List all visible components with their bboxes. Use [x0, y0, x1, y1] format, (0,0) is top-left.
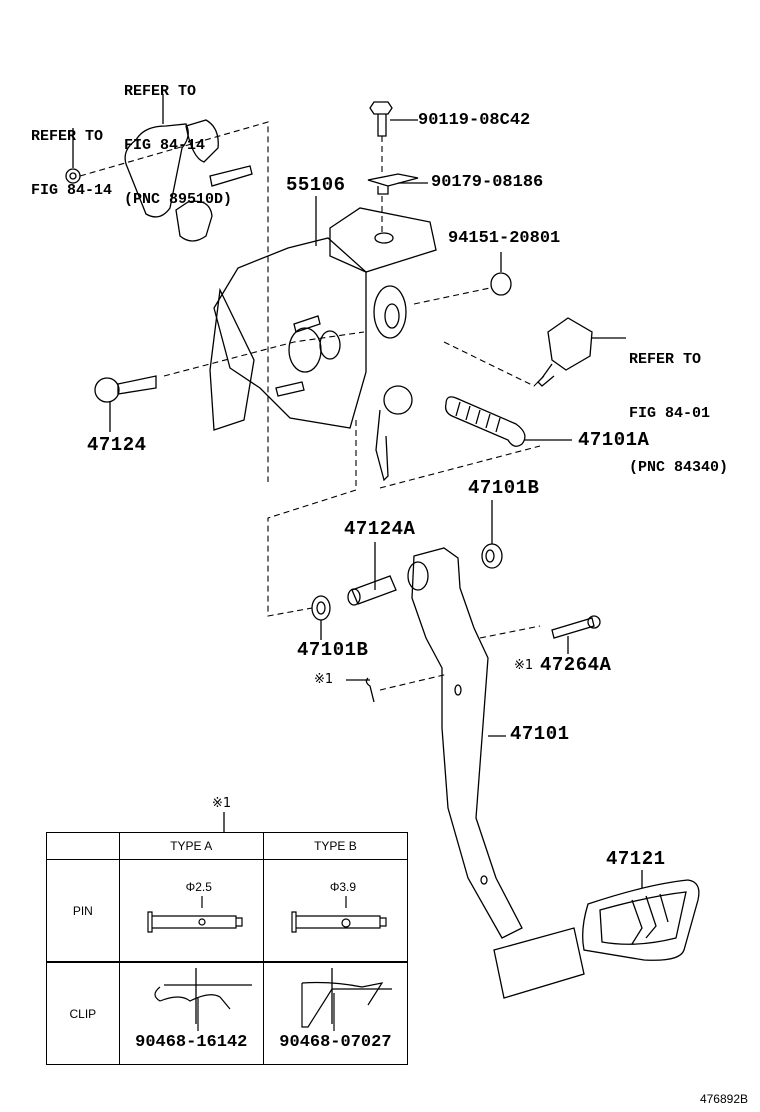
- table-row-clip: CLIP 90468-16142 90468-07027: [46, 961, 409, 1065]
- assembly-dashed-lines: [79, 121, 545, 691]
- bushings-collar: [311, 543, 503, 621]
- callout-refer-nut-line2: FIG 84-14: [31, 182, 113, 199]
- bracket-component: [209, 207, 437, 482]
- clevis-pin-note: ※1: [514, 658, 534, 673]
- top-fasteners: [367, 101, 512, 296]
- clip-component: [365, 677, 375, 703]
- callout-refer-switch-line2: FIG 84-01: [629, 405, 711, 422]
- pedal-arm-component: [407, 547, 601, 999]
- pin-type-a-icon: [147, 896, 243, 933]
- clip-type-a-part-number: 90468-16142: [135, 1033, 248, 1052]
- callout-refer-sensor: REFER TO FIG 84-14 (PNC 89510D): [124, 47, 232, 227]
- part-number-pedal-pad: 47121: [606, 848, 666, 870]
- stop-switch-component: [537, 317, 593, 387]
- callout-refer-switch-line1: REFER TO: [629, 351, 702, 368]
- part-number-pedal-arm: 47101: [510, 723, 570, 745]
- table-header-type-b: TYPE B: [262, 832, 409, 860]
- clip-type-a-icon: [154, 984, 252, 1031]
- pedal-pad-component: [582, 879, 700, 961]
- pin-type-a-cell: Φ2.5: [118, 859, 264, 963]
- part-number-nut-clip: 90179-08186: [431, 173, 544, 192]
- table-note: ※1: [212, 796, 232, 811]
- table-row-label-pin: PIN: [46, 859, 120, 963]
- pin-type-b-cell: Φ3.9: [262, 859, 409, 963]
- clip-type-a-cell: 90468-16142: [118, 961, 264, 1065]
- return-spring-component: [444, 396, 526, 447]
- part-number-clevis-pin: 47264A: [540, 654, 612, 676]
- callout-refer-sensor-line3: (PNC 89510D): [124, 191, 233, 208]
- part-number-return-spring: 47101A: [578, 429, 650, 451]
- part-number-bushing-left: 47101B: [297, 639, 369, 661]
- callout-refer-stop-switch: REFER TO FIG 84-01 (PNC 84340): [629, 315, 728, 495]
- table-row-label-clip: CLIP: [46, 961, 120, 1065]
- clip-type-b-icon: [301, 981, 392, 1031]
- part-number-bolt-top: 90119-08C42: [418, 111, 531, 130]
- callout-refer-nut-line1: REFER TO: [31, 128, 104, 145]
- pin-type-b-icon: [291, 896, 387, 933]
- callout-refer-sensor-line2: FIG 84-14: [124, 137, 206, 154]
- part-number-collar: 47124A: [344, 518, 416, 540]
- part-number-bracket: 55106: [286, 174, 346, 196]
- clip-type-b-part-number: 90468-07027: [279, 1033, 392, 1052]
- callout-refer-nut: REFER TO FIG 84-14: [31, 92, 112, 218]
- clip-note: ※1: [314, 672, 334, 687]
- table-row-pin: PIN Φ2.5 Φ3.9: [46, 859, 409, 963]
- part-number-bushing-right: 47101B: [468, 477, 540, 499]
- pivot-bolt-component: [94, 375, 157, 403]
- table-header-type-a: TYPE A: [118, 832, 264, 860]
- table-header-row: TYPE A TYPE B: [46, 832, 409, 860]
- clip-type-b-cell: 90468-07027: [262, 961, 409, 1065]
- pin-clip-type-table: TYPE A TYPE B PIN Φ2.5 Φ3.9: [46, 832, 409, 1065]
- table-header-empty: [46, 832, 120, 860]
- callout-refer-sensor-line1: REFER TO: [124, 83, 197, 100]
- part-number-pivot-bolt: 47124: [87, 434, 147, 456]
- pin-type-b-diameter: Φ3.9: [329, 880, 357, 894]
- callout-refer-switch-line3: (PNC 84340): [629, 459, 729, 476]
- figure-id: 476892B: [699, 1092, 748, 1106]
- part-number-nut-side: 94151-20801: [448, 229, 561, 248]
- pin-type-a-diameter: Φ2.5: [185, 880, 212, 894]
